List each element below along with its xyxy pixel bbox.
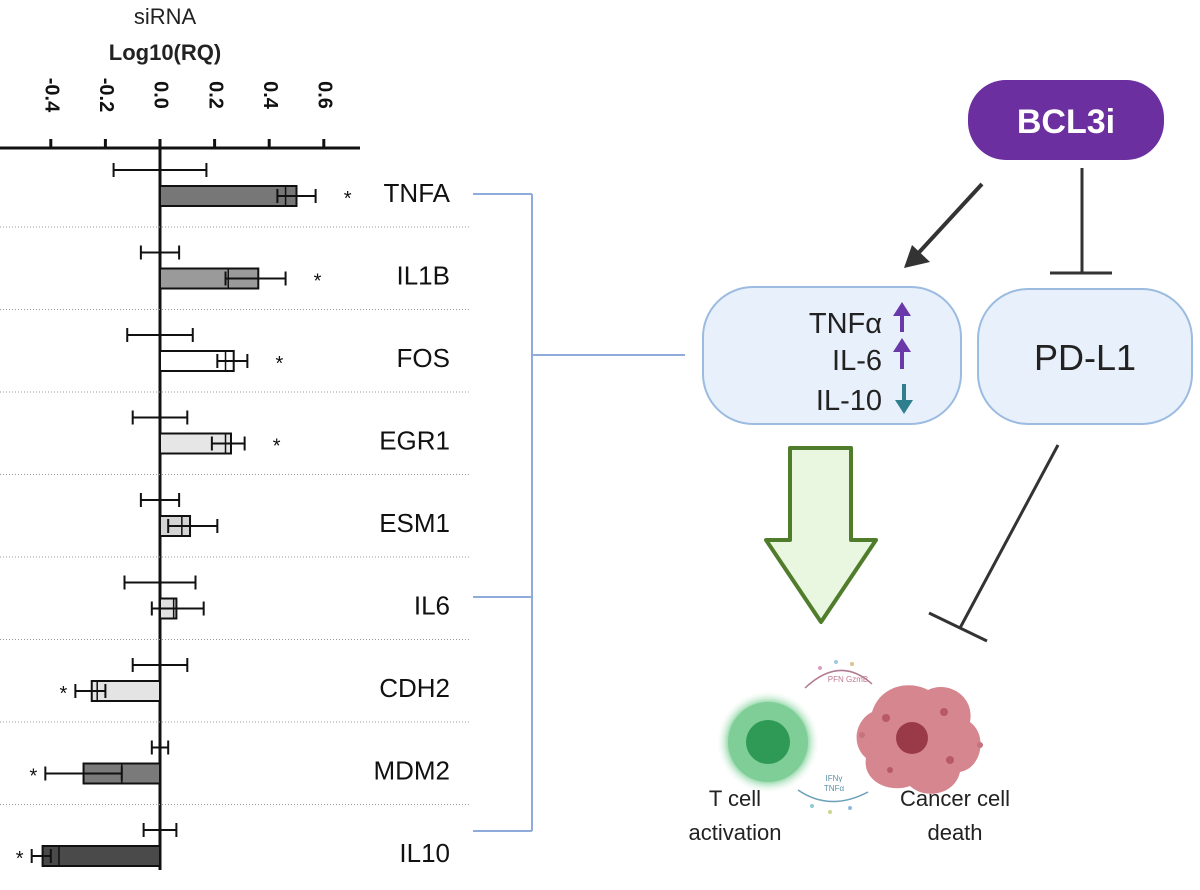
x-axis-label: Log10(RQ) — [109, 40, 221, 65]
pdl1-label: PD-L1 — [1034, 337, 1136, 378]
pdl1-box: PD-L1 — [977, 288, 1193, 425]
cancer-label-2: death — [927, 820, 982, 845]
chart-title: siRNA — [134, 4, 197, 29]
significance-star: * — [273, 436, 281, 458]
x-tick-label: -0.2 — [95, 78, 117, 112]
interaction-arcs — [797, 669, 873, 803]
cytokine-il10: IL-10 — [816, 385, 882, 417]
bar — [159, 185, 298, 207]
x-tick-label: 0.0 — [150, 81, 172, 109]
inhibit-cancer — [928, 444, 1060, 643]
cancer-label-1: Cancer cell — [900, 786, 1010, 811]
bcl3i-pill: BCL3i — [968, 80, 1164, 160]
up-arrow-icon — [893, 338, 911, 369]
gene-label: FOS — [397, 343, 450, 373]
t-cell-icon — [716, 690, 820, 794]
gene-row: * IL10 — [16, 823, 450, 870]
gene-row: ESM1 — [0, 493, 470, 558]
gene-label: MDM2 — [373, 756, 450, 786]
gene-label: IL10 — [399, 838, 450, 868]
x-tick-label: 0.2 — [204, 81, 226, 109]
gene-row: * EGR1 — [0, 410, 470, 475]
x-tick-label: 0.6 — [314, 81, 336, 109]
t-cell-label-1: T cell — [709, 786, 761, 811]
significance-star: * — [59, 683, 67, 705]
cytokine-box: TNFα IL-6 IL-10 — [702, 286, 962, 425]
down-arrow-icon — [895, 384, 913, 414]
bar — [41, 845, 161, 867]
activation-arrowhead — [904, 245, 930, 268]
gene-row: * TNFA — [0, 163, 470, 228]
bcl3i-label: BCL3i — [1017, 103, 1115, 141]
gene-label: CDH2 — [379, 673, 450, 703]
gene-label: IL6 — [414, 591, 450, 621]
gene-label: EGR1 — [379, 426, 450, 456]
gene-label: TNFA — [384, 178, 451, 208]
significance-star: * — [29, 766, 37, 788]
inhibit-pdl1 — [1050, 168, 1112, 275]
cancer-cell-icon — [856, 685, 983, 794]
green-down-arrow — [764, 446, 878, 624]
significance-star: * — [16, 848, 24, 870]
gene-row: * CDH2 — [0, 658, 470, 723]
gene-row: * MDM2 — [0, 740, 470, 805]
gene-row: * FOS — [0, 328, 470, 393]
t-cell-label-2: activation — [689, 820, 782, 845]
interaction-bottom-label-1: IFNγ — [826, 774, 843, 783]
activation-arrow — [910, 182, 984, 262]
x-tick-label: -0.4 — [41, 78, 63, 113]
cytokine-tnfa: TNFα — [809, 308, 882, 340]
interaction-bottom-label-2: TNFα — [824, 784, 845, 793]
up-arrow-icon — [893, 302, 911, 332]
significance-star: * — [344, 188, 352, 210]
significance-star: * — [275, 353, 283, 375]
significance-star: * — [314, 271, 322, 293]
gene-bracket — [473, 193, 685, 832]
gene-label: ESM1 — [379, 508, 450, 538]
x-tick-label: 0.4 — [259, 81, 281, 110]
interaction-top-label: PFN GzmB — [828, 675, 868, 684]
interaction-dots — [810, 660, 854, 814]
gene-label: IL1B — [397, 261, 451, 291]
gene-row: IL6 — [0, 575, 470, 640]
gene-row: * IL1B — [0, 245, 470, 310]
x-axis: -0.4 -0.2 0.0 0.2 0.4 0.6 — [0, 78, 360, 870]
cytokine-il6: IL-6 — [832, 345, 882, 377]
